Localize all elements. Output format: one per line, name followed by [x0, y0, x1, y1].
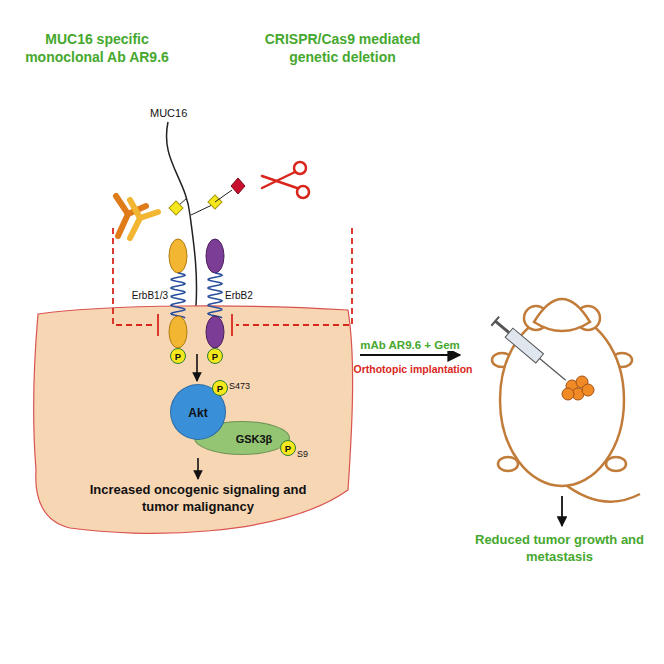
mouse-drawing: [492, 299, 640, 502]
protein-label: MUC16: [150, 106, 187, 120]
inhibition-lines: [113, 228, 352, 336]
receptor-symbol: [206, 239, 224, 348]
glycans: [169, 178, 245, 215]
node-text: Increased oncogenic signaling and tumor …: [78, 482, 318, 516]
phospho-dot: P: [280, 440, 296, 456]
phospho-dot: P: [212, 380, 228, 396]
tumor: [562, 376, 594, 400]
phospho-label: P: [171, 349, 185, 365]
therapy-label: CRISPR/Cas9 mediated genetic deletion: [250, 30, 435, 66]
therapy-label: MUC16 specific monoclonal Ab AR9.6: [12, 30, 182, 66]
cell-body: PPAktPGSK3βPIncreased oncogenic signalin…: [30, 300, 360, 535]
phospho-label: P: [281, 441, 295, 457]
node-text: Reduced tumor growth and metastasis: [462, 532, 657, 566]
site-label: S473: [229, 381, 250, 393]
phospho-dot: P: [207, 348, 223, 364]
receptor-label: ErbB2: [225, 289, 253, 302]
phospho-dot: P: [170, 348, 186, 364]
result-arrow: [561, 496, 563, 526]
mouse-model: Reduced tumor growth and metastasis: [462, 282, 657, 582]
site-label: S9: [297, 449, 308, 461]
syringe-icon: [491, 317, 569, 385]
edge-label: mAb AR9.6 + Gem: [358, 339, 462, 351]
phospho-label: P: [213, 381, 227, 397]
procedure-label: Orthotopic implantation: [354, 363, 473, 377]
phospho-label: P: [208, 349, 222, 365]
antibody-icon: [116, 196, 158, 238]
scissors-icon: [262, 162, 309, 198]
receptor-symbol: [169, 239, 187, 348]
receptor-label: ErbB1/3: [132, 289, 168, 302]
process-arrow: [360, 354, 460, 356]
cell-outline: [34, 306, 353, 533]
